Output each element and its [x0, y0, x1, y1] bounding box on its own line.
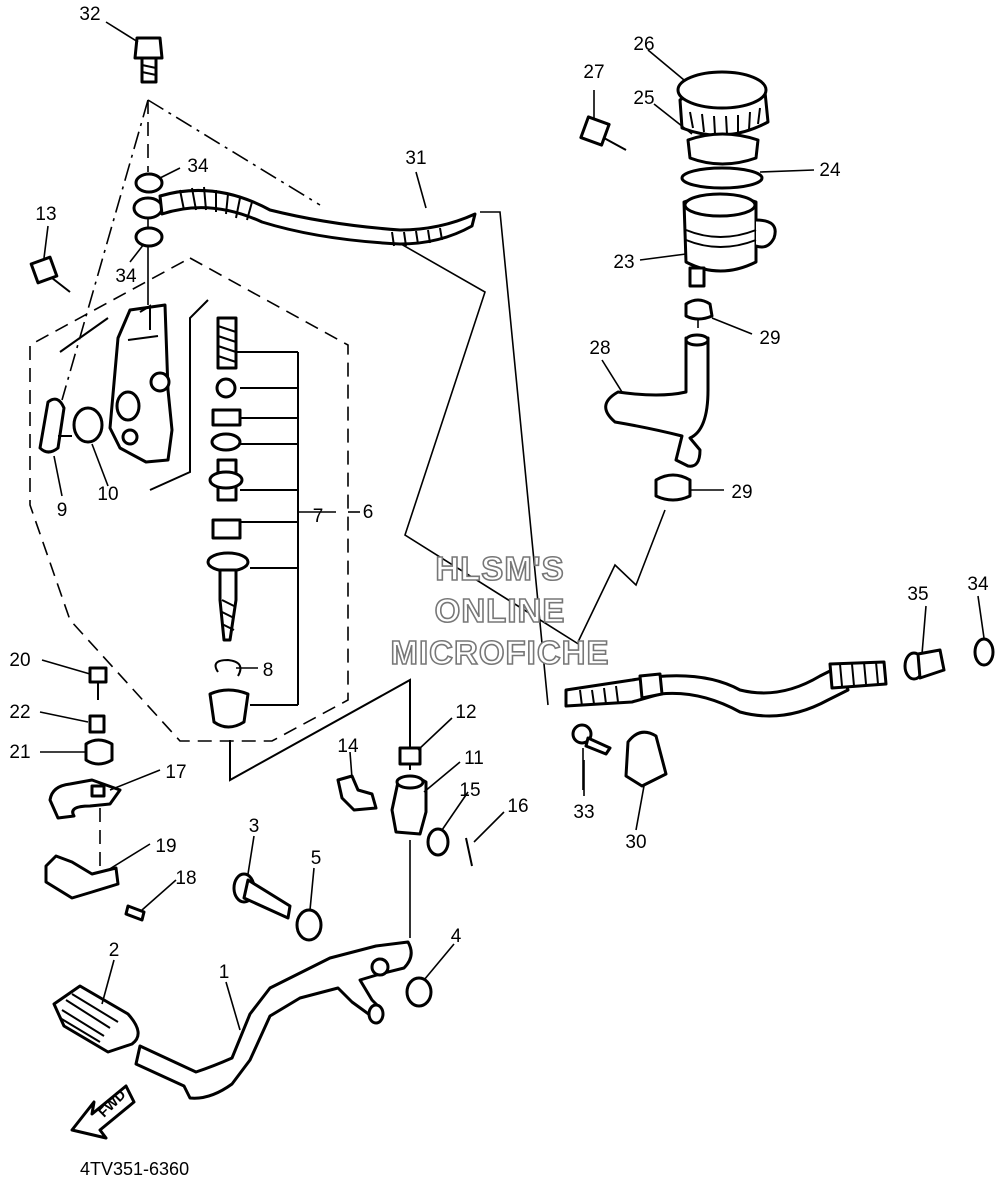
brake-hose-30 — [132, 186, 477, 247]
callout-29-upper: 29 — [759, 328, 780, 349]
callout-16: 16 — [507, 796, 528, 817]
collar-22 — [88, 714, 106, 734]
screw-18 — [124, 904, 146, 922]
callout-34-top: 34 — [187, 156, 209, 177]
callout-35: 35 — [907, 584, 928, 605]
callout-4: 4 — [451, 926, 462, 947]
hose-clamp-lower — [654, 473, 692, 502]
watermark-line-1: HLSM'S — [435, 550, 564, 587]
callout-31: 30 — [625, 832, 646, 853]
bolt-32 — [571, 723, 612, 756]
group-6-outline — [29, 257, 349, 742]
callout-29-lower: 29 — [731, 482, 752, 503]
piston-kit-7 — [206, 316, 250, 642]
boot-6 — [208, 688, 250, 729]
master-cylinder-body — [108, 303, 174, 464]
callout-30: 31 — [405, 148, 426, 169]
screw-20 — [88, 666, 108, 700]
watermark-line-3: MICROFICHE — [391, 634, 610, 671]
leader-lines — [39, 21, 985, 1031]
callout-21: 21 — [9, 742, 30, 763]
guard-19 — [44, 854, 120, 900]
callout-3: 3 — [249, 816, 260, 837]
bracket-17 — [48, 778, 122, 820]
callout-5: 5 — [311, 848, 322, 869]
hose-clamp-31 — [624, 730, 668, 788]
joint-9 — [38, 397, 72, 454]
callout-10: 10 — [97, 484, 118, 505]
washer-34-bottom — [134, 226, 164, 248]
bolt-13 — [29, 255, 71, 293]
callout-19: 19 — [155, 836, 176, 857]
callout-20: 20 — [9, 650, 30, 671]
nut-12 — [398, 746, 422, 766]
clevis-11 — [390, 774, 428, 836]
group-7-ticks — [232, 351, 298, 706]
body-bracket — [149, 299, 209, 491]
callout-18: 18 — [175, 868, 196, 889]
callout-34-mid: 34 — [115, 266, 137, 287]
callout-23: 23 — [613, 252, 634, 273]
callout-34-lower: 34 — [967, 574, 989, 595]
washer-15 — [426, 827, 450, 857]
callout-12: 12 — [455, 702, 476, 723]
banjo-bolt-33 — [133, 36, 164, 84]
connector-lines — [59, 99, 699, 938]
reservoir-diaphragm — [686, 132, 760, 166]
callout-11: 11 — [464, 748, 484, 769]
callout-33: 32 — [79, 4, 100, 25]
lower-brake-hose — [564, 660, 888, 718]
washer-4 — [405, 976, 433, 1008]
bolt-3 — [232, 872, 292, 920]
reservoir-hose — [604, 333, 710, 468]
cotter-pin-16 — [465, 837, 473, 867]
pin-14 — [336, 774, 378, 812]
callout-17: 17 — [165, 762, 186, 783]
callout-1: 1 — [219, 962, 230, 983]
callout-22: 22 — [9, 702, 30, 723]
callout-27: 27 — [583, 62, 604, 83]
hose-clamp-upper — [684, 298, 714, 321]
callout-32: 33 — [573, 802, 594, 823]
grommet-21 — [84, 738, 114, 766]
callout-9: 9 — [57, 500, 68, 521]
union-bolt-35 — [903, 648, 946, 681]
callout-14: 14 — [337, 736, 359, 757]
callout-13: 13 — [35, 204, 56, 225]
callout-8: 8 — [263, 660, 274, 681]
watermark-line-2: ONLINE — [435, 592, 566, 629]
callout-25: 25 — [633, 88, 654, 109]
callout-6: 6 — [363, 502, 374, 523]
pedal-rubber-2 — [52, 984, 140, 1054]
reservoir-plate — [680, 166, 764, 190]
fwd-arrow-icon: FWD — [70, 1084, 136, 1140]
circlip-8 — [214, 658, 242, 677]
washer-34-top — [134, 172, 164, 194]
reservoir-cap — [676, 70, 770, 137]
callout-26: 26 — [633, 34, 654, 55]
callout-2: 2 — [109, 940, 120, 961]
cap-10 — [72, 406, 104, 444]
callout-24: 24 — [819, 160, 841, 181]
callout-15: 15 — [459, 780, 480, 801]
callout-7: 7 — [313, 506, 324, 527]
reservoir-tank — [682, 192, 777, 288]
washer-5 — [295, 908, 323, 942]
callout-numbers: 32 34 13 34 31 9 10 7 6 8 20 22 21 17 19… — [9, 4, 989, 983]
diagram-code: 4TV351-6360 — [80, 1159, 189, 1179]
brake-pedal-1 — [134, 940, 413, 1100]
washer-34-lower — [973, 637, 995, 667]
callout-28: 28 — [589, 338, 610, 359]
screw-27 — [579, 115, 627, 151]
